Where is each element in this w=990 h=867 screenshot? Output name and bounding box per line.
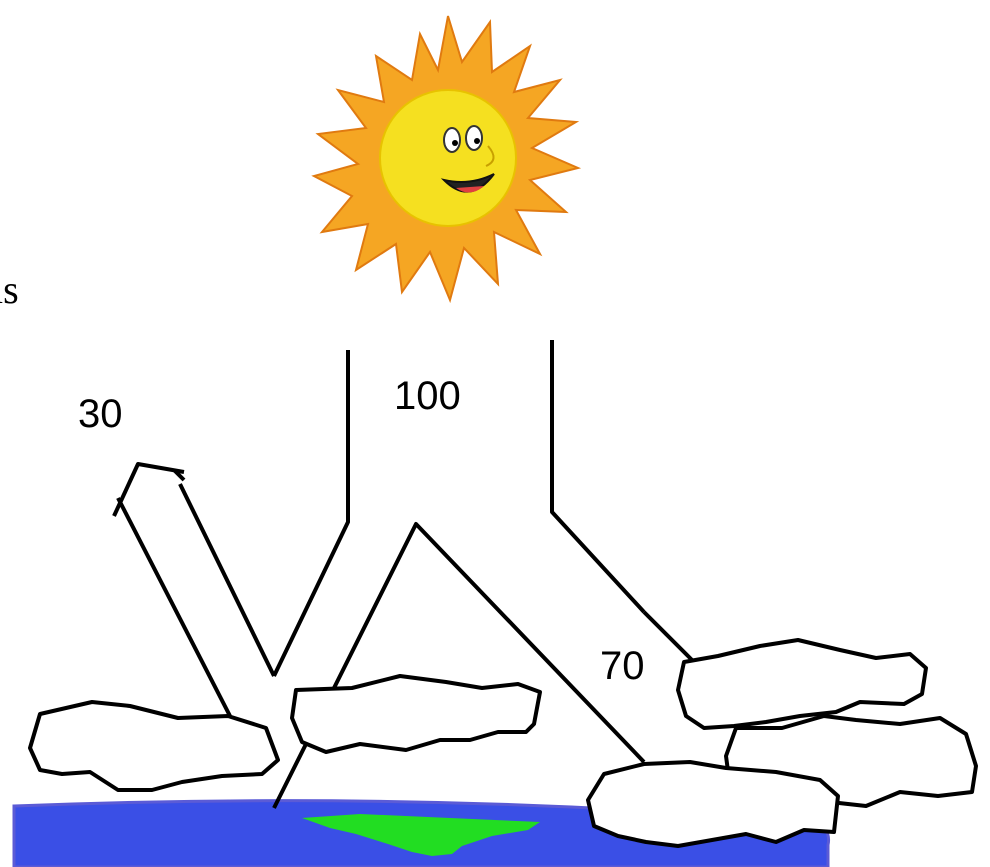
smiling-sun-icon [311, 15, 582, 304]
beam-split-inner [272, 522, 646, 809]
absorbed-value-label: 70 [600, 644, 645, 688]
reflected-arrow-right-edge [178, 483, 276, 677]
cut-off-text-fragment: is [0, 267, 19, 312]
cloud-icon [290, 674, 542, 754]
incoming-beam-left-edge [272, 350, 350, 677]
incoming-beam-right-edge [550, 340, 646, 614]
absorbed-branch-edge [642, 610, 694, 662]
land-patch [302, 814, 540, 856]
reflected-arrow-left-edge [116, 497, 232, 717]
sun-face [379, 89, 517, 227]
cloud-icon [28, 700, 280, 792]
sun-left-eye [443, 127, 461, 153]
reflected-arrow-head [112, 462, 185, 517]
cloud-icon [676, 638, 928, 730]
cloud-icon [586, 760, 840, 848]
sun-right-eye [465, 125, 483, 151]
sun-mouth [440, 173, 495, 193]
clouds [28, 638, 978, 848]
reflected-value-label: 30 [78, 392, 123, 436]
incoming-value-label: 100 [394, 374, 461, 418]
